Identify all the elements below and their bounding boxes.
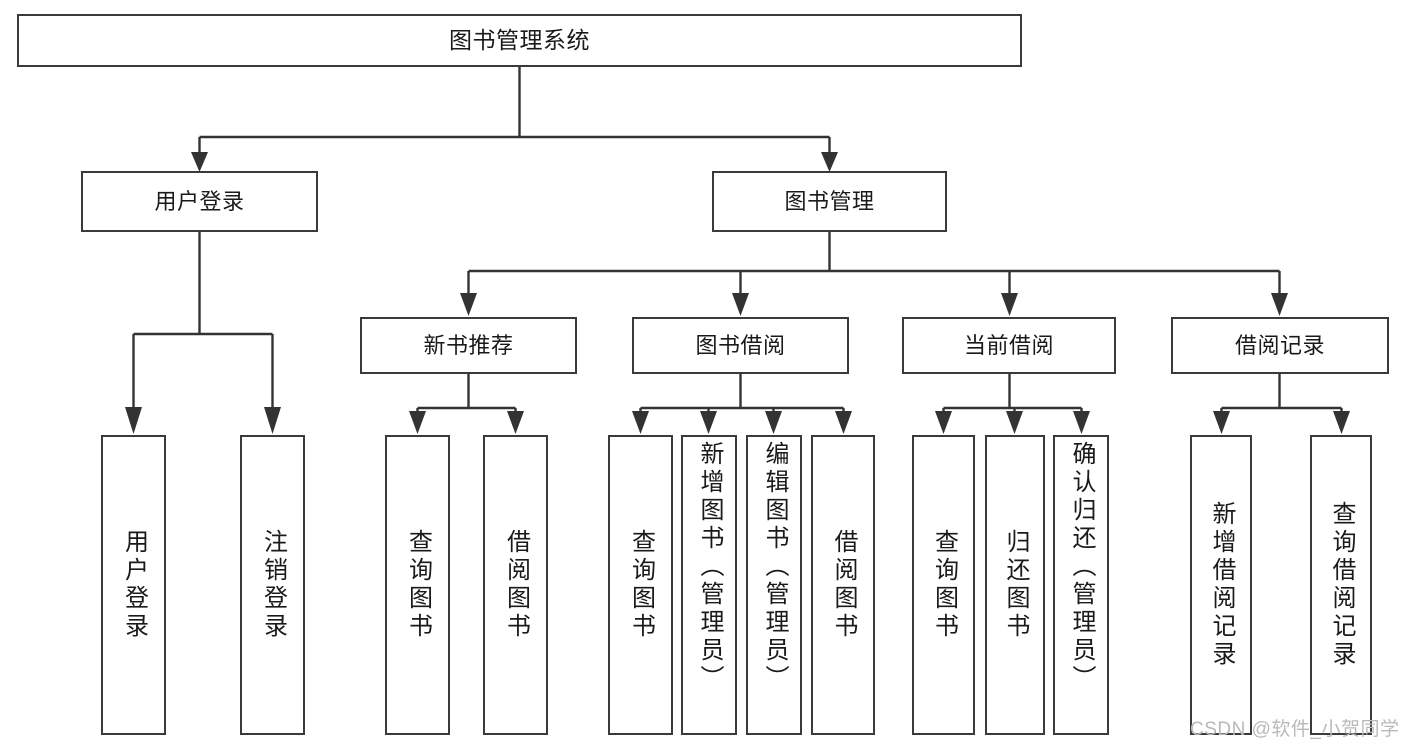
leaf-logout-label: 注销登录 — [259, 529, 287, 641]
arrow-currentborrow-leaf-2 — [1006, 411, 1023, 434]
leaf-borrow-borrow-book[interactable]: 借阅图书 — [811, 435, 875, 735]
leaf-borrow-query-book[interactable]: 查询图书 — [608, 435, 673, 735]
arrow-currentborrow-leaf-3 — [1073, 411, 1090, 434]
leaf-recommend-borrow-book-label: 借阅图书 — [502, 529, 530, 641]
node-book-borrow[interactable]: 图书借阅 — [632, 317, 849, 374]
leaf-borrow-add-book[interactable]: 新增图书（管理员） — [681, 435, 737, 735]
leaf-current-return-book-label: 归还图书 — [1002, 529, 1029, 641]
arrow-bookmanage-child-1 — [460, 293, 477, 316]
leaf-logout[interactable]: 注销登录 — [240, 435, 305, 735]
node-borrow-record[interactable]: 借阅记录 — [1171, 317, 1389, 374]
arrow-borrowrecord-leaf-2 — [1333, 411, 1350, 434]
arrow-bookmanage-child-2 — [732, 293, 749, 316]
leaf-record-add-label: 新增借阅记录 — [1208, 501, 1235, 669]
node-book-borrow-label: 图书借阅 — [695, 332, 786, 358]
node-new-book-recommend[interactable]: 新书推荐 — [360, 317, 577, 374]
arrow-bookborrow-leaf-3 — [765, 411, 782, 434]
leaf-recommend-borrow-book[interactable]: 借阅图书 — [483, 435, 548, 735]
node-book-manage-label: 图书管理 — [784, 188, 875, 214]
arrow-bookmanage-child-4 — [1271, 293, 1288, 316]
leaf-recommend-query-book[interactable]: 查询图书 — [385, 435, 450, 735]
leaf-user-login-label: 用户登录 — [120, 529, 148, 641]
arrow-newbookrec-leaf-2 — [507, 411, 524, 434]
leaf-recommend-query-book-label: 查询图书 — [404, 529, 432, 641]
arrow-currentborrow-leaf-1 — [935, 411, 952, 434]
node-book-manage[interactable]: 图书管理 — [712, 171, 947, 232]
arrow-bookborrow-leaf-1 — [632, 411, 649, 434]
arrow-borrowrecord-leaf-1 — [1213, 411, 1230, 434]
arrow-bookborrow-leaf-2 — [700, 411, 717, 434]
arrow-root-to-user-login — [191, 152, 208, 172]
node-borrow-record-label: 借阅记录 — [1234, 332, 1325, 358]
arrow-bookborrow-leaf-4 — [835, 411, 852, 434]
arrow-root-to-book-manage — [821, 152, 838, 172]
node-current-borrow-label: 当前借阅 — [963, 332, 1054, 358]
node-root-label: 图书管理系统 — [449, 27, 590, 54]
leaf-borrow-query-book-label: 查询图书 — [627, 529, 655, 641]
node-user-login[interactable]: 用户登录 — [81, 171, 318, 232]
node-current-borrow[interactable]: 当前借阅 — [902, 317, 1116, 374]
leaf-borrow-borrow-book-label: 借阅图书 — [830, 529, 857, 641]
leaf-borrow-edit-book[interactable]: 编辑图书（管理员） — [746, 435, 802, 735]
arrow-userlogin-leaf-2 — [264, 407, 281, 434]
leaf-borrow-add-book-label: 新增图书（管理员） — [696, 441, 723, 693]
leaf-current-confirm-return[interactable]: 确认归还（管理员） — [1053, 435, 1109, 735]
leaf-current-return-book[interactable]: 归还图书 — [985, 435, 1045, 735]
leaf-record-query-label: 查询借阅记录 — [1328, 501, 1355, 669]
node-new-book-recommend-label: 新书推荐 — [423, 332, 514, 358]
leaf-current-query-book-label: 查询图书 — [930, 529, 958, 641]
leaf-record-query[interactable]: 查询借阅记录 — [1310, 435, 1372, 735]
leaf-user-login[interactable]: 用户登录 — [101, 435, 166, 735]
leaf-current-query-book[interactable]: 查询图书 — [912, 435, 975, 735]
arrow-newbookrec-leaf-1 — [409, 411, 426, 434]
node-root[interactable]: 图书管理系统 — [17, 14, 1022, 67]
leaf-record-add[interactable]: 新增借阅记录 — [1190, 435, 1252, 735]
watermark: CSDN @软件_小贺同学 — [1190, 719, 1400, 740]
leaf-current-confirm-return-label: 确认归还（管理员） — [1068, 441, 1095, 693]
node-user-login-label: 用户登录 — [154, 188, 245, 214]
arrow-bookmanage-child-3 — [1001, 293, 1018, 316]
leaf-borrow-edit-book-label: 编辑图书（管理员） — [761, 441, 788, 693]
arrow-userlogin-leaf-1 — [125, 407, 142, 434]
